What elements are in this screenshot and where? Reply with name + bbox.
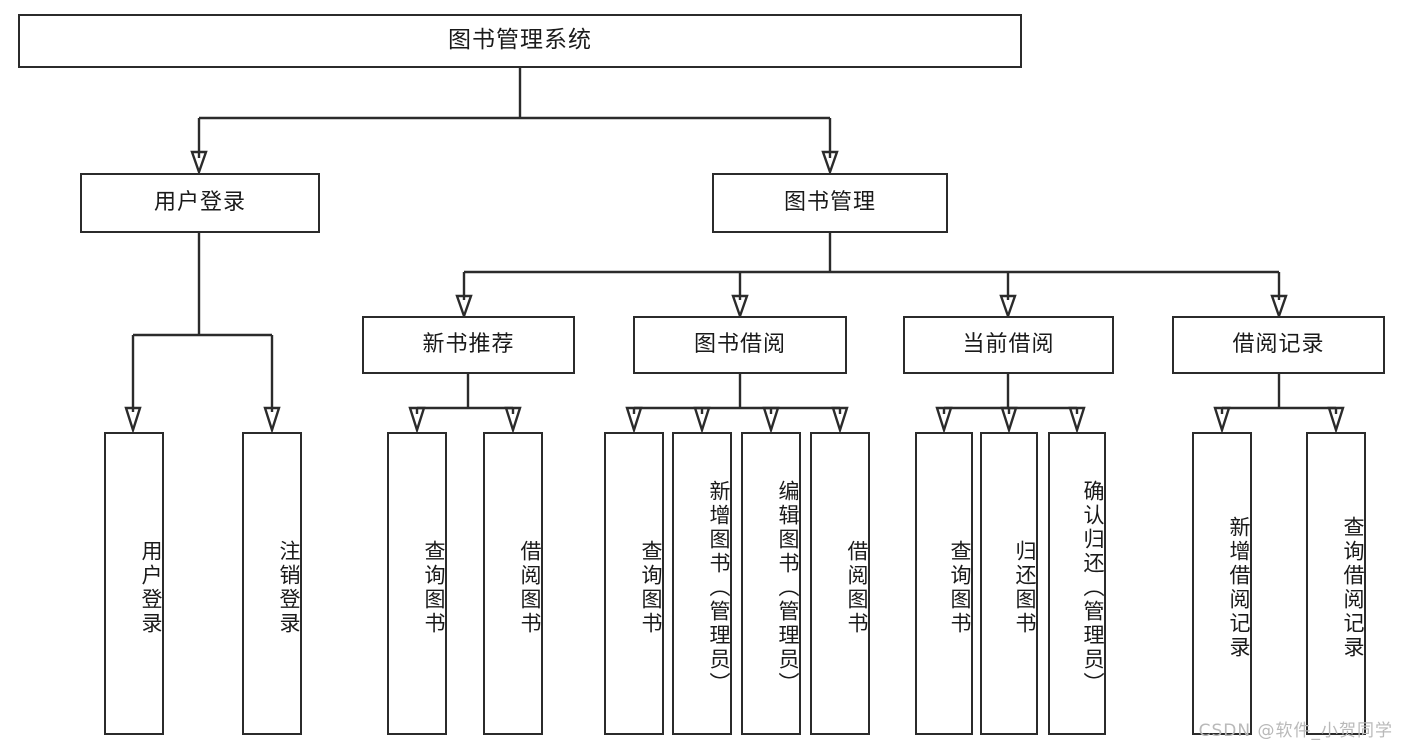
node-book-management[interactable]: 图书管理	[712, 173, 948, 233]
node-borrow-record[interactable]: 借阅记录	[1172, 316, 1385, 374]
leaf-query-book-current[interactable]: 查询图书	[915, 432, 973, 735]
leaf-query-borrow-record[interactable]: 查询借阅记录	[1306, 432, 1366, 735]
leaf-add-borrow-record[interactable]: 新增借阅记录	[1192, 432, 1252, 735]
node-user-login[interactable]: 用户登录	[80, 173, 320, 233]
leaf-borrow-book-new[interactable]: 借阅图书	[483, 432, 543, 735]
leaf-logout[interactable]: 注销登录	[242, 432, 302, 735]
node-book-borrow[interactable]: 图书借阅	[633, 316, 847, 374]
node-current-borrow[interactable]: 当前借阅	[903, 316, 1114, 374]
csdn-watermark: CSDN @软件_小贺同学	[1198, 721, 1393, 741]
leaf-edit-book-admin[interactable]: 编辑图书（管理员）	[741, 432, 801, 735]
leaf-user-login[interactable]: 用户登录	[104, 432, 164, 735]
leaf-return-book[interactable]: 归还图书	[980, 432, 1038, 735]
leaf-add-book-admin[interactable]: 新增图书（管理员）	[672, 432, 732, 735]
leaf-query-book[interactable]: 查询图书	[604, 432, 664, 735]
node-root-system[interactable]: 图书管理系统	[18, 14, 1022, 68]
node-new-book-recommend[interactable]: 新书推荐	[362, 316, 575, 374]
leaf-confirm-return-admin[interactable]: 确认归还（管理员）	[1048, 432, 1106, 735]
leaf-query-book-new[interactable]: 查询图书	[387, 432, 447, 735]
leaf-borrow-book[interactable]: 借阅图书	[810, 432, 870, 735]
